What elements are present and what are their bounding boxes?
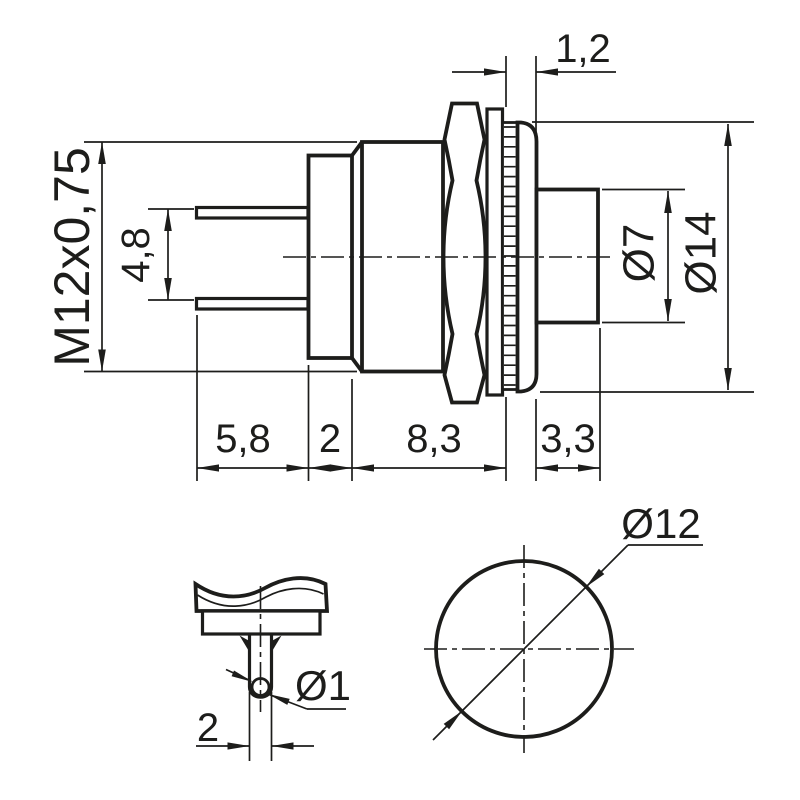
dim-label-pin-length: 5,8 bbox=[215, 417, 271, 461]
button-cap bbox=[534, 187, 600, 325]
arrow-down-icon bbox=[664, 299, 672, 321]
dim-bezel-offset: 1,2 bbox=[452, 27, 616, 141]
side-view: M12x0,75 4,8 1,2 Ø7 bbox=[44, 27, 754, 481]
dim-label-body-length: 8,3 bbox=[406, 417, 462, 461]
dim-chain-bottom: 5,8 2 8,3 3,3 bbox=[196, 315, 601, 481]
arrow-right-icon bbox=[286, 464, 309, 472]
arrow-left-icon bbox=[536, 464, 558, 472]
actuator-pin-rounded-end bbox=[247, 686, 274, 699]
bushing-chamfer-top bbox=[350, 140, 364, 157]
arrow-left-icon bbox=[197, 464, 219, 472]
arrow-up-icon bbox=[98, 142, 106, 164]
dim-pin-width: 2 bbox=[196, 692, 314, 761]
arrow-right-icon bbox=[484, 464, 506, 472]
dim-label-button-projection: 3,3 bbox=[540, 417, 596, 461]
dim-bezel-diameter: Ø14 bbox=[532, 121, 754, 393]
dim-button-diameter: Ø7 bbox=[602, 188, 685, 324]
retainer-barb-right bbox=[271, 635, 282, 653]
dim-label-base-width: 2 bbox=[319, 417, 341, 461]
arrow-left-icon bbox=[536, 68, 558, 76]
arrow-down-icon bbox=[164, 278, 172, 300]
knurl-ticks bbox=[504, 126, 516, 386]
dim-label-thread: M12x0,75 bbox=[44, 147, 100, 367]
arrow-up-icon bbox=[724, 124, 732, 146]
dim-label-bezel-diameter: Ø14 bbox=[677, 211, 726, 294]
dim-pin-spacing: 4,8 bbox=[114, 208, 194, 301]
dim-label-bezel-offset: 1,2 bbox=[555, 27, 611, 71]
arrow-left-icon bbox=[308, 464, 331, 472]
arrow-downleft-icon bbox=[586, 568, 605, 587]
dim-hole-diameter: Ø1 bbox=[225, 662, 351, 710]
arrow-right-icon bbox=[330, 464, 352, 472]
dim-label-mount-hole-diameter: Ø12 bbox=[621, 500, 700, 547]
washer bbox=[485, 107, 505, 397]
dim-label-pin-width: 2 bbox=[197, 706, 219, 750]
arrow-right-icon bbox=[227, 742, 250, 750]
dim-thread: M12x0,75 bbox=[44, 141, 357, 373]
arrow-left-icon bbox=[352, 464, 374, 472]
dim-label-pin-spacing: 4,8 bbox=[114, 227, 158, 283]
arrow-downright-icon bbox=[231, 670, 253, 682]
arrow-right-icon bbox=[578, 464, 600, 472]
dim-mount-hole-diameter: Ø12 bbox=[432, 500, 703, 741]
actuator-detail-view: Ø1 2 bbox=[193, 576, 351, 761]
dim-label-button-diameter: Ø7 bbox=[615, 224, 664, 283]
actuator-cap-inner-line bbox=[197, 587, 324, 607]
terminal-pin-upper bbox=[194, 205, 310, 220]
arrow-up-icon bbox=[164, 209, 172, 231]
retainer-barb-left bbox=[239, 635, 250, 653]
bushing-chamfer-bottom bbox=[350, 356, 364, 373]
arrow-down-icon bbox=[98, 349, 106, 372]
mounting-hole-view: Ø12 bbox=[424, 500, 703, 753]
terminal-pin-lower bbox=[194, 296, 310, 311]
arrow-upright-icon bbox=[443, 711, 462, 730]
arrow-up-icon bbox=[664, 191, 672, 213]
hex-nut bbox=[441, 101, 488, 405]
dim-label-hole-diameter: Ø1 bbox=[295, 662, 351, 709]
arrow-down-icon bbox=[724, 368, 732, 390]
arrow-right-icon bbox=[484, 68, 506, 76]
arrow-left-icon bbox=[271, 742, 294, 750]
